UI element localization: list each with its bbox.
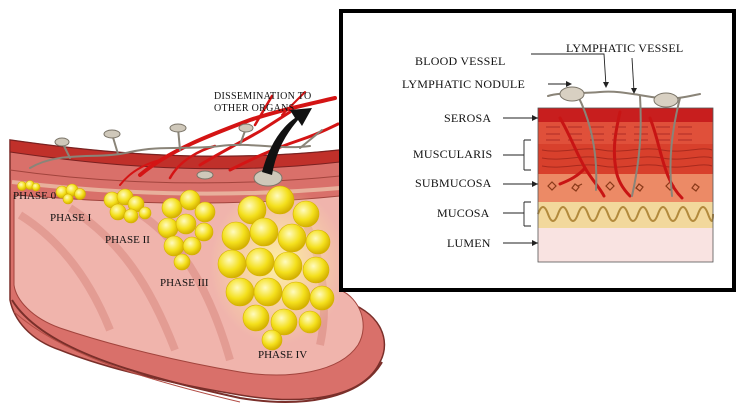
submucosa-layer bbox=[538, 174, 713, 202]
lymphatic-nodule-label: LYMPHATIC NODULE bbox=[402, 78, 525, 90]
inset-lymphatic-nodules bbox=[560, 87, 678, 107]
mucosa-label: MUCOSA bbox=[437, 207, 490, 219]
lumen-label: LUMEN bbox=[447, 237, 491, 249]
serosa-label: SEROSA bbox=[444, 112, 491, 124]
lymphatic-vessel-label: LYMPHATIC VESSEL bbox=[566, 42, 683, 54]
mucosa-layer bbox=[538, 202, 713, 228]
muscularis-label: MUSCULARIS bbox=[413, 148, 492, 160]
submucosa-label: SUBMUCOSA bbox=[415, 177, 492, 189]
serosa-layer bbox=[538, 108, 713, 122]
blood-vessel-label: BLOOD VESSEL bbox=[415, 55, 506, 67]
lumen-layer bbox=[538, 228, 713, 262]
